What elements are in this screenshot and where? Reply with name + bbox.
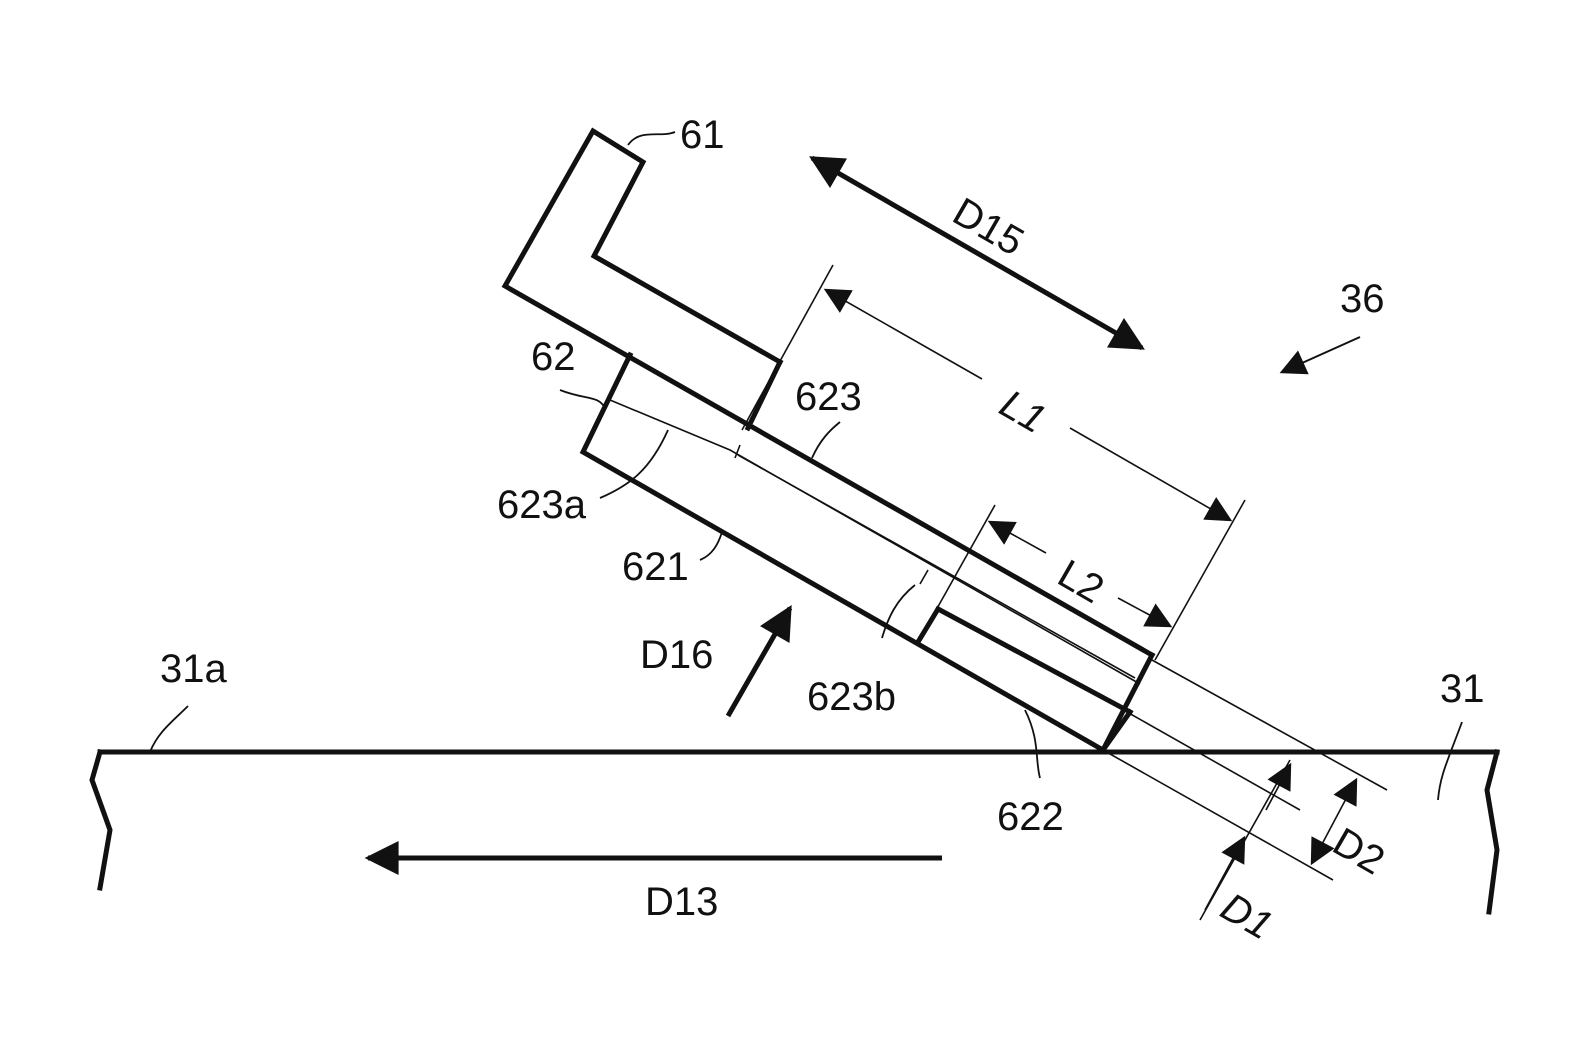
leader-lines <box>150 132 1462 800</box>
surface-31 <box>92 752 1497 912</box>
L2-dim-line-b <box>1118 598 1170 626</box>
label-D16: D16 <box>640 633 713 677</box>
leader-622 <box>1025 710 1040 778</box>
blade-622-edge <box>918 609 938 642</box>
leader-61 <box>628 132 675 145</box>
arrow-D15 <box>812 158 1142 348</box>
label-622: 622 <box>997 795 1064 839</box>
leader-31 <box>1438 722 1462 800</box>
arrow-D16 <box>728 608 790 716</box>
ext-line-1 <box>1152 660 1387 790</box>
label-621: 621 <box>622 545 689 589</box>
holder-step <box>748 362 780 428</box>
surface-left-break <box>92 752 110 888</box>
label-D15: D15 <box>946 190 1032 265</box>
label-D13: D13 <box>645 880 718 924</box>
label-31: 31 <box>1440 667 1485 711</box>
label-62: 62 <box>531 335 576 379</box>
arrow-36 <box>1282 337 1360 372</box>
label-623a: 623a <box>497 483 587 527</box>
leader-62 <box>560 390 605 408</box>
D1-arrow-top <box>1266 765 1290 810</box>
label-36: 36 <box>1340 277 1385 321</box>
portion-623b-boundary <box>920 570 928 584</box>
labels: 61 62 623 623a 621 623b 622 36 31a 31 D1… <box>160 113 1485 948</box>
L1-dim-line-b <box>1070 428 1230 520</box>
leader-623 <box>812 422 840 458</box>
leader-621 <box>700 532 722 560</box>
leader-623a <box>600 430 668 498</box>
label-D1: D1 <box>1214 885 1280 949</box>
L1-dim-line-a <box>826 290 982 379</box>
label-623b: 623b <box>807 675 896 719</box>
label-31a: 31a <box>160 647 227 691</box>
label-L1: L1 <box>993 382 1054 442</box>
label-61: 61 <box>680 113 725 157</box>
leader-31a <box>150 706 188 752</box>
blade-622-tip <box>1103 712 1130 750</box>
surface-right-break <box>1487 752 1497 912</box>
ext-line-3 <box>1103 750 1333 880</box>
label-D2: D2 <box>1326 820 1392 884</box>
L2-dim-line-a <box>990 522 1046 553</box>
L1-ext-right <box>1155 500 1245 660</box>
label-623: 623 <box>795 375 862 419</box>
